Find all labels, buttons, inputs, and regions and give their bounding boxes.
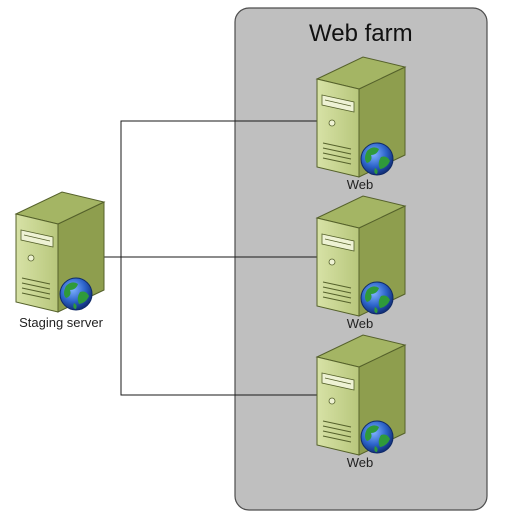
web-server-1-label: Web	[346, 177, 374, 192]
connectors	[58, 117, 359, 399]
staging-server-icon	[15, 191, 105, 313]
web-server-2-label: Web	[346, 316, 374, 331]
connector-to-web-3	[120, 258, 359, 399]
web-server-3-label: Web	[346, 455, 374, 470]
connector-to-web-1	[120, 117, 359, 258]
web-farm-title: Web farm	[309, 20, 413, 47]
web-server-3-icon	[316, 334, 406, 456]
web-server-1-icon	[316, 56, 406, 178]
web-server-2-icon	[316, 195, 406, 317]
staging-server-label: Staging server	[19, 315, 103, 330]
